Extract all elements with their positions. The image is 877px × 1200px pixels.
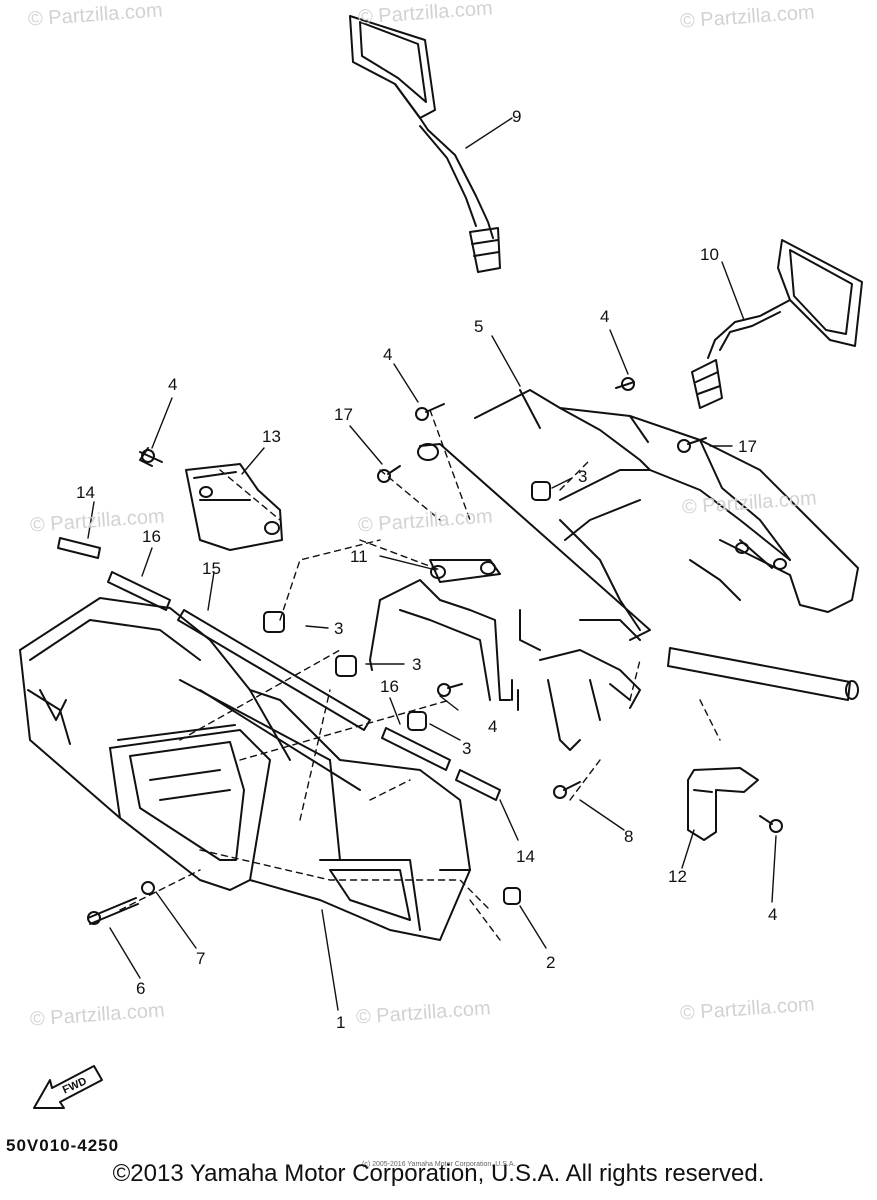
grommets [263, 481, 551, 905]
callout-4: 4 [383, 345, 393, 364]
mirror-left [349, 15, 501, 273]
bolts [87, 377, 783, 925]
callout-6: 6 [136, 979, 146, 998]
callout-3: 3 [578, 467, 588, 486]
callout-3: 3 [412, 655, 422, 674]
bracket-13 [185, 463, 283, 551]
callout-12: 12 [668, 867, 687, 886]
callout-1: 1 [336, 1013, 346, 1032]
callout-7: 7 [196, 949, 206, 968]
handlebar-cover [474, 389, 859, 631]
callout-8: 8 [624, 827, 634, 846]
bracket-12 [687, 767, 759, 841]
rubber-strips [57, 537, 501, 801]
callout-11: 11 [350, 547, 368, 566]
callout-3: 3 [334, 619, 344, 638]
callout-17: 17 [334, 405, 353, 424]
small-notice: (c) 2005-2016 Yamaha Motor Corporation, … [362, 1161, 516, 1168]
callout-4: 4 [168, 375, 178, 394]
callout-14: 14 [76, 483, 95, 502]
callout-4: 4 [600, 307, 610, 326]
lower-stay [519, 609, 641, 751]
callout-17: 17 [738, 437, 757, 456]
copyright-notice: ©2013 Yamaha Motor Corporation, U.S.A. A… [112, 1160, 765, 1187]
diagram-code: 50V010-4250 [6, 1136, 120, 1155]
leader-lines [87, 117, 777, 1011]
callout-16: 16 [142, 527, 161, 546]
callout-16: 16 [380, 677, 399, 696]
callout-4: 4 [488, 717, 498, 736]
front-cowling [19, 597, 471, 941]
mirror-right [691, 239, 863, 409]
callout-14: 14 [516, 847, 535, 866]
callout-4: 4 [768, 905, 778, 924]
callout-13: 13 [262, 427, 281, 446]
callout-5: 5 [474, 317, 484, 336]
callout-2: 2 [546, 953, 556, 972]
callout-10: 10 [700, 245, 719, 264]
handlebar-tube [417, 443, 859, 701]
center-bracket [369, 559, 519, 711]
callout-3: 3 [462, 739, 472, 758]
callout-9: 9 [512, 107, 522, 126]
fwd-arrow-icon: FWD [33, 1065, 103, 1109]
callout-15: 15 [202, 559, 221, 578]
